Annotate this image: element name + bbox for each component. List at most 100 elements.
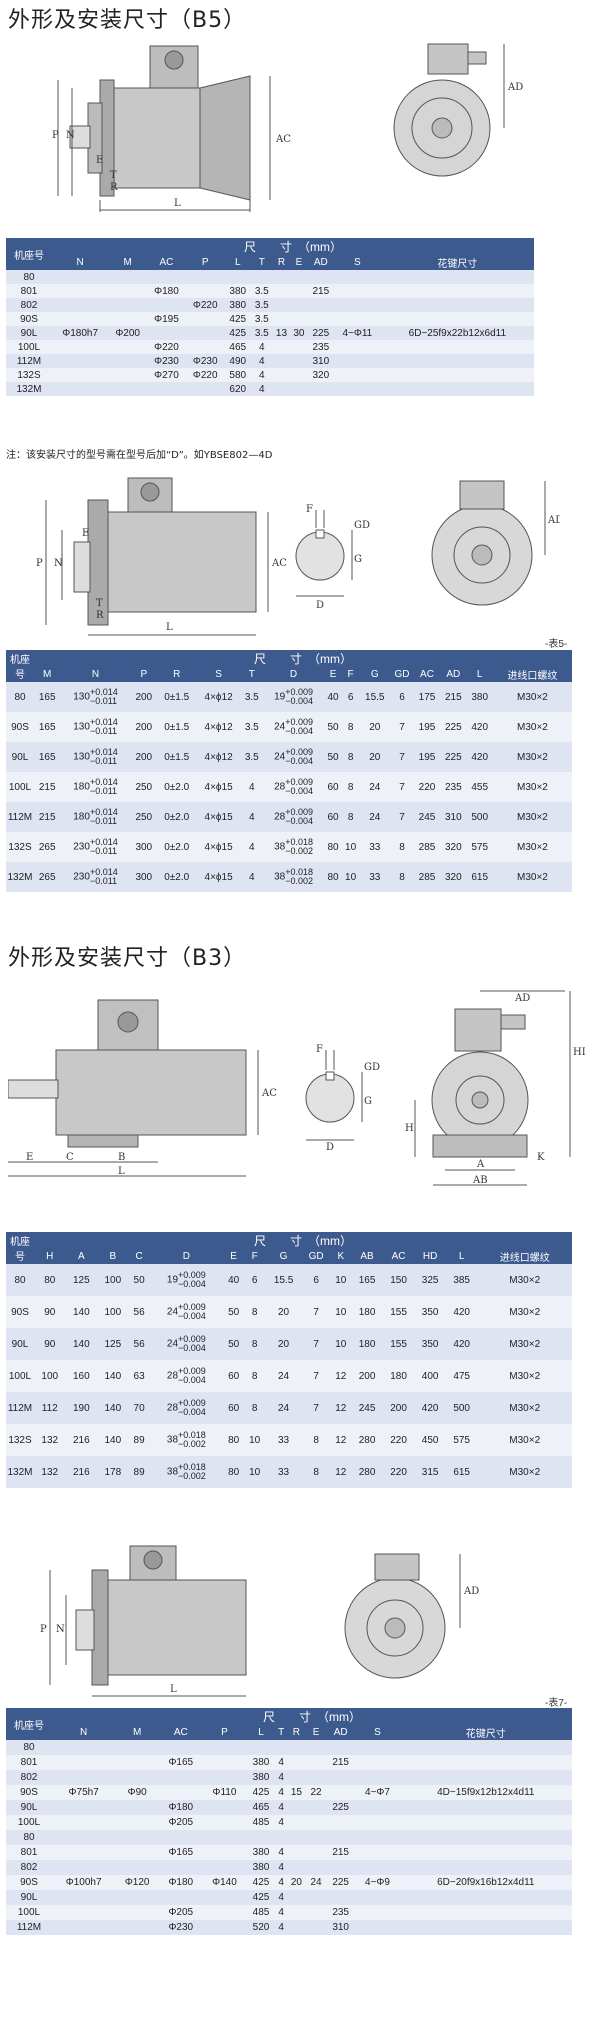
table-cell: 380 [246,1860,276,1875]
col-header: N [52,255,109,270]
dim-n-cell-base: 230 [73,841,90,853]
dim-e-cell: 60 [223,1392,245,1424]
dim-gd-cell: 8 [390,862,414,892]
table-cell [52,1905,116,1920]
dim-c-cell: 70 [128,1392,150,1424]
dim-h-cell: 132 [34,1456,66,1488]
frame-cell: 100L [6,340,52,354]
dim-d-cell-base: 38 [166,1434,179,1446]
label-t: T [110,170,117,181]
table-cell [325,1890,356,1905]
dim-r-cell: 0±2.0 [156,832,197,862]
dim-l-cell: 420 [445,1328,478,1360]
label-b3-e: E [26,1152,33,1163]
label-b3-ad: AD [514,993,530,1004]
dim-gd-cell: 8 [301,1456,331,1488]
col-header: R [286,1725,307,1740]
table-cell [202,1740,247,1755]
label-r-2: R [96,610,104,621]
table-cell [355,1755,400,1770]
col-header: AD [440,667,467,682]
tolerance-lower: −0.004 [178,1311,206,1321]
table-cell [307,312,334,326]
tolerance: +0.009−0.004 [178,1271,206,1289]
dim-b-cell: 100 [97,1296,129,1328]
table-cell [115,1920,159,1935]
frame-cell: 132M [6,382,52,396]
table-cell: 4 [275,1815,287,1830]
table-cell: 620 [224,382,251,396]
table-cell [306,1845,326,1860]
dim-a-cell: 125 [65,1264,98,1296]
dim-d-cell: 19+0.009−0.004 [149,1264,224,1296]
dim-n-cell-base: 230 [73,871,90,883]
table-cell [158,1785,203,1800]
tolerance-lower: −0.004 [285,786,313,796]
table-cell: 465 [246,1800,276,1815]
tolerance: +0.014−0.011 [90,838,118,856]
frame-cell: 801 [6,1845,52,1860]
table-cell: 4 [275,1770,287,1785]
label-b3-gd: GD [364,1062,380,1073]
frame-cell: 802 [6,298,52,312]
b5-flange-side-view-drawing: P N E T R L AC [16,470,286,640]
dim-t-cell: 3.5 [240,742,263,772]
dim-ab-cell: 280 [351,1456,383,1488]
dim-gd-cell: 7 [390,712,414,742]
dim-d-cell: 24+0.009−0.004 [149,1328,224,1360]
frame-cell: 112M [6,802,34,832]
col-header: R [156,667,197,682]
tolerance-upper: +0.009 [285,807,313,817]
dim-d-cell: 38+0.018−0.002 [149,1424,224,1456]
table-cell [250,270,273,284]
dim-a-cell: 140 [65,1328,98,1360]
table-cell [306,1920,326,1935]
dim-l-cell: 475 [445,1360,478,1392]
dim-e-cell: 80 [324,832,342,862]
label-s4-p: P [40,1624,47,1635]
table-cell: 235 [307,340,334,354]
table-cell [158,1860,203,1875]
tolerance-lower: −0.011 [89,816,118,826]
col-header: AB [351,1249,383,1264]
dim-n-cell: 180+0.014−0.011 [60,802,131,832]
table-cell: 215 [307,284,334,298]
b5-side-view-drawing: P N E T R L AC [40,28,300,213]
dim-th-cell: M30×2 [477,1424,572,1456]
tolerance: +0.009−0.004 [178,1335,206,1353]
table-cell [355,1890,400,1905]
table-row: 80 [6,1830,572,1845]
table-cell [286,1905,307,1920]
label-b3-h: H [405,1123,414,1134]
table-cell [286,1755,307,1770]
table-cell [115,1800,159,1815]
dim-m-cell: 165 [34,742,61,772]
frame-header-4: 机座号 [6,1708,52,1740]
dim-c-cell: 56 [128,1328,150,1360]
col-header: AC [158,1725,203,1740]
tolerance: +0.009−0.004 [178,1399,206,1417]
dim-ab-cell: 180 [351,1296,383,1328]
table-cell: 485 [246,1815,276,1830]
table-cell: 215 [325,1755,356,1770]
table-cell [202,1890,247,1905]
frame-cell: 132S [6,832,34,862]
label-b3-c: C [66,1152,74,1163]
table-cell [399,1920,572,1935]
frame-cell: 112M [6,1392,34,1424]
dim-s-cell: 4×ϕ15 [196,832,241,862]
dim-n-cell: 130+0.014−0.011 [60,682,131,712]
table-cell [115,1905,159,1920]
dim-r-cell: 0±2.0 [156,862,197,892]
table-cell [115,1890,159,1905]
dim-b-cell: 140 [97,1360,129,1392]
dim-b-cell: 140 [97,1424,129,1456]
col-header: H [34,1249,66,1264]
tolerance-upper: +0.009 [178,1366,206,1376]
table-cell [355,1815,400,1830]
dim-g-cell: 33 [265,1424,302,1456]
dim-d-cell-base: 38 [274,871,286,883]
